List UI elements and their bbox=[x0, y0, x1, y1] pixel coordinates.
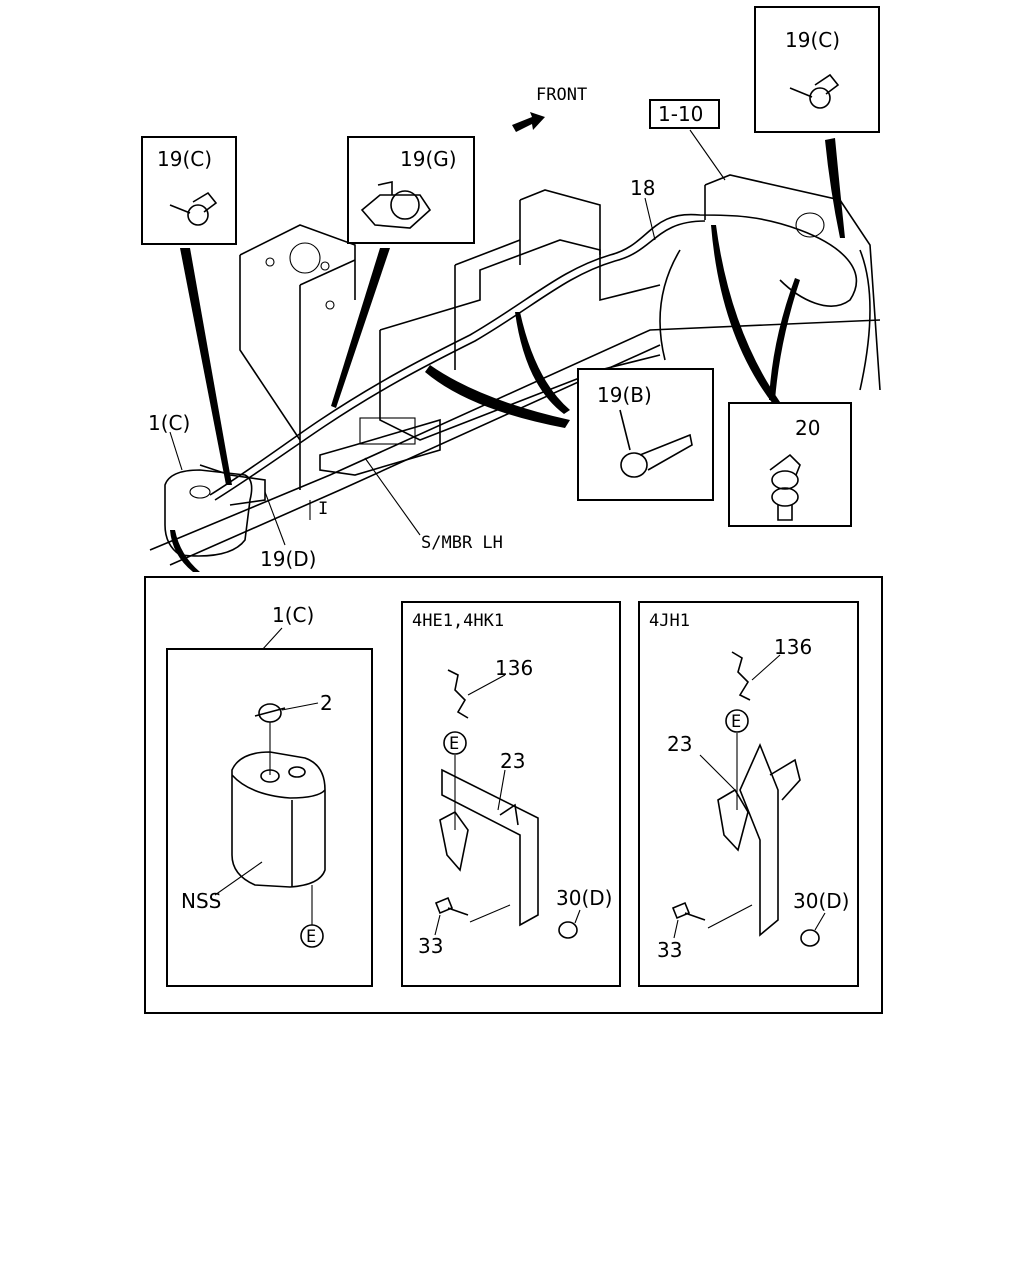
bracket-a-136: 136 bbox=[495, 656, 533, 680]
bracket-a-heading: 4HE1,4HK1 bbox=[412, 611, 504, 631]
callout-1c: 1(C) bbox=[148, 411, 190, 435]
tank-cap-label: 2 bbox=[320, 691, 333, 715]
callout-19d: 19(D) bbox=[260, 547, 316, 571]
bracket-a-30d: 30(D) bbox=[556, 886, 612, 910]
bracket-b-33: 33 bbox=[657, 938, 682, 962]
bracket-b-heading: 4JH1 bbox=[649, 611, 690, 631]
callout-18: 18 bbox=[630, 176, 655, 200]
thin-leaders bbox=[169, 129, 726, 546]
label-19b: 19(B) bbox=[597, 383, 652, 407]
detail-19g: 19(G) bbox=[347, 136, 475, 244]
panel-bracket-b: 4JH1 136 E 23 33 30(D) bbox=[638, 601, 859, 987]
detail-19c-left: 19(C) bbox=[141, 136, 237, 245]
bracket-a-e: E bbox=[449, 734, 459, 754]
tank-nss-label: NSS bbox=[181, 889, 221, 913]
smbr-label: S/MBR LH bbox=[421, 533, 503, 553]
label-19g: 19(G) bbox=[400, 147, 457, 171]
bracket-b-136: 136 bbox=[774, 635, 812, 659]
detail-19b: 19(B) bbox=[577, 368, 714, 501]
panel-bracket-a: 4HE1,4HK1 136 E 23 33 30(D) bbox=[401, 601, 621, 987]
ref-1-10-label: 1-10 bbox=[658, 102, 703, 126]
tank-e-marker: E bbox=[306, 927, 316, 947]
detail-19c-top: 19(C) bbox=[754, 6, 880, 133]
bracket-a-33: 33 bbox=[418, 934, 443, 958]
label-19c-top: 19(C) bbox=[785, 28, 840, 52]
bracket-b-e: E bbox=[731, 712, 741, 732]
bracket-b-23: 23 bbox=[667, 732, 692, 756]
ref-1-10-box bbox=[649, 99, 720, 129]
bracket-b-30d: 30(D) bbox=[793, 889, 849, 913]
tick-label: I bbox=[318, 499, 328, 519]
front-arrow: FRONT bbox=[512, 85, 587, 132]
label-20: 20 bbox=[795, 416, 820, 440]
frame-assembly bbox=[149, 174, 881, 566]
panel-tank: 1(C) 2 NSS E bbox=[166, 603, 373, 987]
front-label: FRONT bbox=[536, 85, 587, 105]
leader-lines bbox=[170, 138, 845, 572]
bracket-a-23: 23 bbox=[500, 749, 525, 773]
label-19c-left: 19(C) bbox=[157, 147, 212, 171]
tank-title: 1(C) bbox=[272, 603, 314, 627]
detail-20: 20 bbox=[728, 402, 852, 527]
